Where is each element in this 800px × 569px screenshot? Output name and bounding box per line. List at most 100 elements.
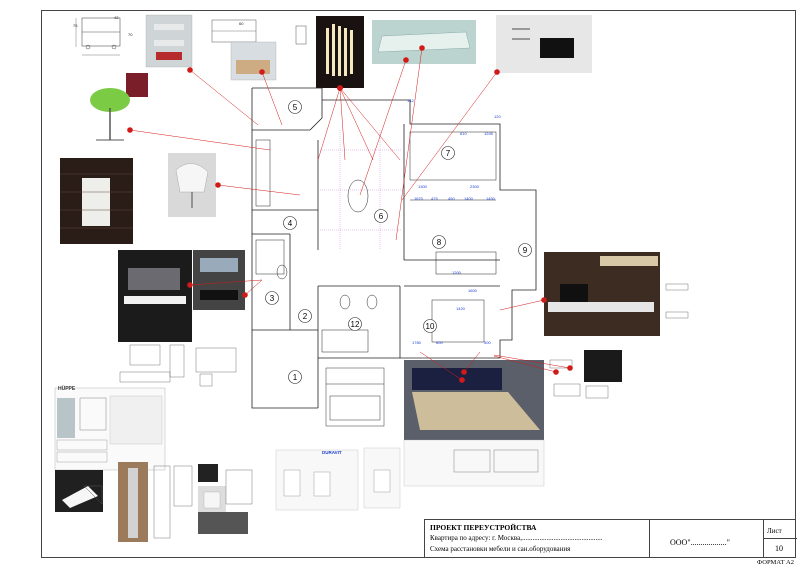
room-circle — [432, 235, 446, 249]
leader-line — [317, 87, 341, 161]
dimension-label: 1420 — [456, 306, 465, 311]
room-number: 2 — [303, 312, 308, 321]
room-circle — [288, 370, 302, 384]
marker-dot — [461, 369, 467, 375]
room-circle — [518, 243, 532, 257]
title-divider — [763, 520, 764, 558]
serving-cart-sketch — [75, 17, 121, 56]
room-circle — [441, 146, 455, 160]
marker-dot — [494, 69, 500, 75]
room-circle — [423, 319, 437, 333]
room-number: 10 — [426, 322, 435, 331]
dimension-label: 1600 — [468, 288, 477, 293]
room-circle — [265, 291, 279, 305]
dimension-label: 70 — [128, 32, 133, 37]
project-title: ПРОЕКТ ПЕРЕУСТРОЙСТВА — [430, 523, 537, 532]
leader-line — [339, 87, 374, 161]
glass-table-sketch — [211, 19, 257, 43]
vanity-elevation-drawings — [119, 344, 237, 387]
dimension-label: 1780 — [412, 340, 421, 345]
faucet-photo-c — [198, 512, 248, 534]
marker-dot — [127, 127, 133, 133]
room-number: 4 — [288, 219, 293, 228]
floor-plan — [251, 87, 537, 409]
dimension-label: 42 — [114, 15, 119, 20]
wall-lamp-sketch — [295, 25, 307, 45]
room-number: 7 — [446, 149, 451, 158]
leader-lines — [129, 47, 571, 381]
leader-line — [419, 351, 463, 381]
marker-dot — [242, 292, 248, 298]
dimension-label: 60 — [239, 21, 244, 26]
tv-unit-drawings — [665, 283, 689, 319]
title-divider — [649, 520, 650, 558]
format-label: ФОРМАТ А2 — [757, 559, 794, 566]
sheet-frame — [41, 10, 796, 558]
dimension-label: 475 — [431, 196, 438, 201]
leader-line — [189, 279, 263, 286]
marker-dot — [567, 365, 573, 371]
room-circle — [348, 317, 362, 331]
marker-dot — [419, 45, 425, 51]
drawing-name: Схема расстановки мебели и сан.оборудова… — [430, 545, 571, 553]
brand-hueppe: HÜPPE — [58, 386, 76, 392]
bed-spec-sheet — [403, 439, 545, 487]
swatch-dark-red — [126, 73, 148, 97]
dimension-label: 450 — [448, 196, 455, 201]
room-number: 1 — [293, 373, 298, 382]
leader-line — [401, 71, 498, 201]
leader-line — [395, 47, 423, 241]
address-line: Квартира по адресу: г. Москва,..........… — [430, 534, 603, 542]
marker-dot — [403, 57, 409, 63]
marker-dot — [459, 377, 465, 383]
title-block: ПРОЕКТ ПЕРЕУСТРОЙСТВА Квартира по адресу… — [424, 519, 797, 558]
room-number: 12 — [351, 320, 360, 329]
sink-elevation-detail — [325, 367, 385, 427]
room-number: 6 — [379, 212, 384, 221]
dimension-label: 1670 — [414, 196, 423, 201]
marker-dot — [215, 182, 221, 188]
green-chair-photo — [90, 88, 130, 141]
marker-dot — [553, 369, 559, 375]
dimension-label: 2300 — [470, 184, 479, 189]
room-circle — [283, 216, 297, 230]
dimension-label: 1300 — [418, 184, 427, 189]
marker-dot — [337, 85, 343, 91]
marker-dot — [541, 297, 547, 303]
room-number: 3 — [270, 294, 275, 303]
leader-line — [493, 355, 557, 373]
leader-line — [493, 354, 571, 369]
marker-dot — [187, 282, 193, 288]
dimension-label: 610 — [460, 131, 467, 136]
toilet-cards — [275, 447, 401, 511]
leader-line — [499, 299, 545, 311]
tv-cabinet-photo — [584, 350, 622, 382]
organization: ООО".................." — [670, 538, 730, 547]
room-circle — [288, 100, 302, 114]
dimension-label: 120 — [494, 114, 501, 119]
brand-duravit: DURAVIT — [322, 450, 342, 455]
leader-line — [339, 87, 346, 161]
leader-line — [217, 184, 301, 196]
marker-dot — [187, 67, 193, 73]
dimension-label: 1200 — [452, 270, 461, 275]
leader-line — [244, 279, 263, 296]
dimension-label: 500 — [484, 340, 491, 345]
ceiling-grid — [320, 130, 402, 250]
room-number: 8 — [437, 238, 442, 247]
leader-line — [359, 59, 407, 196]
dimension-label: 75 — [73, 23, 78, 28]
leader-line — [339, 87, 401, 161]
leader-line — [189, 69, 259, 126]
room-circle — [298, 309, 312, 323]
leader-line — [129, 129, 271, 151]
sheet-label: Лист — [767, 527, 782, 535]
room-circle — [374, 209, 388, 223]
shower-column-drawings — [153, 465, 193, 539]
faucet-photo-a — [198, 464, 218, 482]
marker-dots — [127, 45, 573, 383]
title-divider — [763, 538, 797, 539]
